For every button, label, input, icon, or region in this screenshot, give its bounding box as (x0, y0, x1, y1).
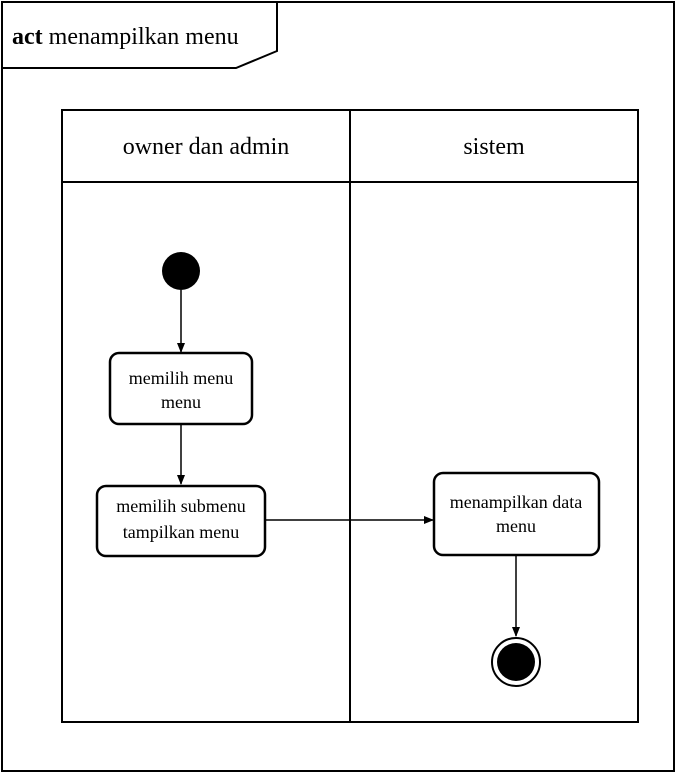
swimlane-label-owner-admin: owner dan admin (123, 134, 290, 160)
frame-title: act menampilkan menu (12, 24, 239, 50)
action-menampilkan-data-menu (432, 471, 601, 557)
action-menampilkan-data-line-2: menu (496, 516, 536, 536)
action-memilih-menu-line-2: menu (161, 392, 201, 412)
action-memilih-submenu-line-1: memilih submenu (116, 496, 246, 516)
swimlane-label-sistem: sistem (463, 134, 525, 160)
action-memilih-menu (108, 351, 254, 426)
final-node (497, 643, 535, 681)
frame-keyword: act (12, 24, 43, 50)
frame-title-text: menampilkan menu (49, 24, 239, 50)
frame-title-tab (1, 1, 278, 69)
action-memilih-submenu-line-2: tampilkan menu (123, 522, 239, 542)
initial-node (162, 252, 200, 290)
action-menampilkan-data-line-1: menampilkan data (450, 492, 582, 512)
action-memilih-menu-line-1: memilih menu (129, 368, 233, 388)
action-memilih-submenu (95, 484, 267, 558)
